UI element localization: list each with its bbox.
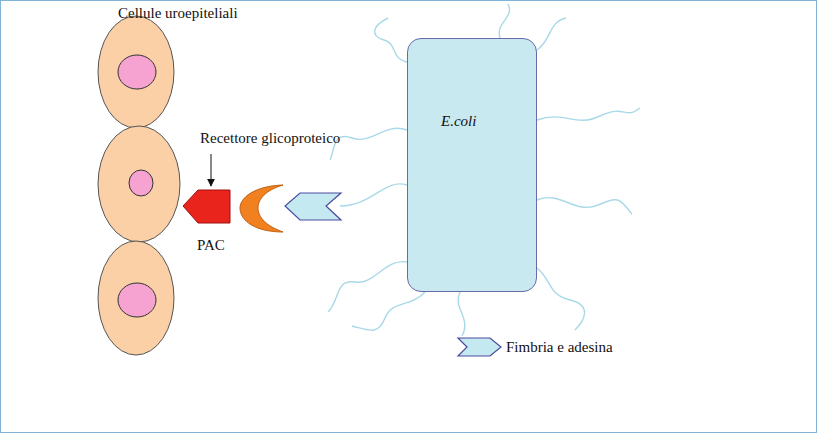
pac-crescent: [240, 185, 283, 232]
text-label: Cellule uroepiteliali: [118, 5, 238, 22]
leader-arrow: [211, 154, 212, 186]
fimbriae: [328, 4, 640, 336]
urothelial-cells: [98, 16, 180, 355]
adhesin-legend-symbol: [458, 338, 501, 356]
text-label: PAC: [197, 237, 225, 254]
adhesin: [285, 193, 341, 220]
organism-name: E.coli: [441, 113, 476, 130]
text-label: Recettore glicoproteico: [200, 130, 340, 147]
text-label: Fimbria e adesina: [506, 339, 613, 356]
receptor: [183, 190, 230, 223]
bacterium-box: E.coli: [407, 38, 537, 292]
